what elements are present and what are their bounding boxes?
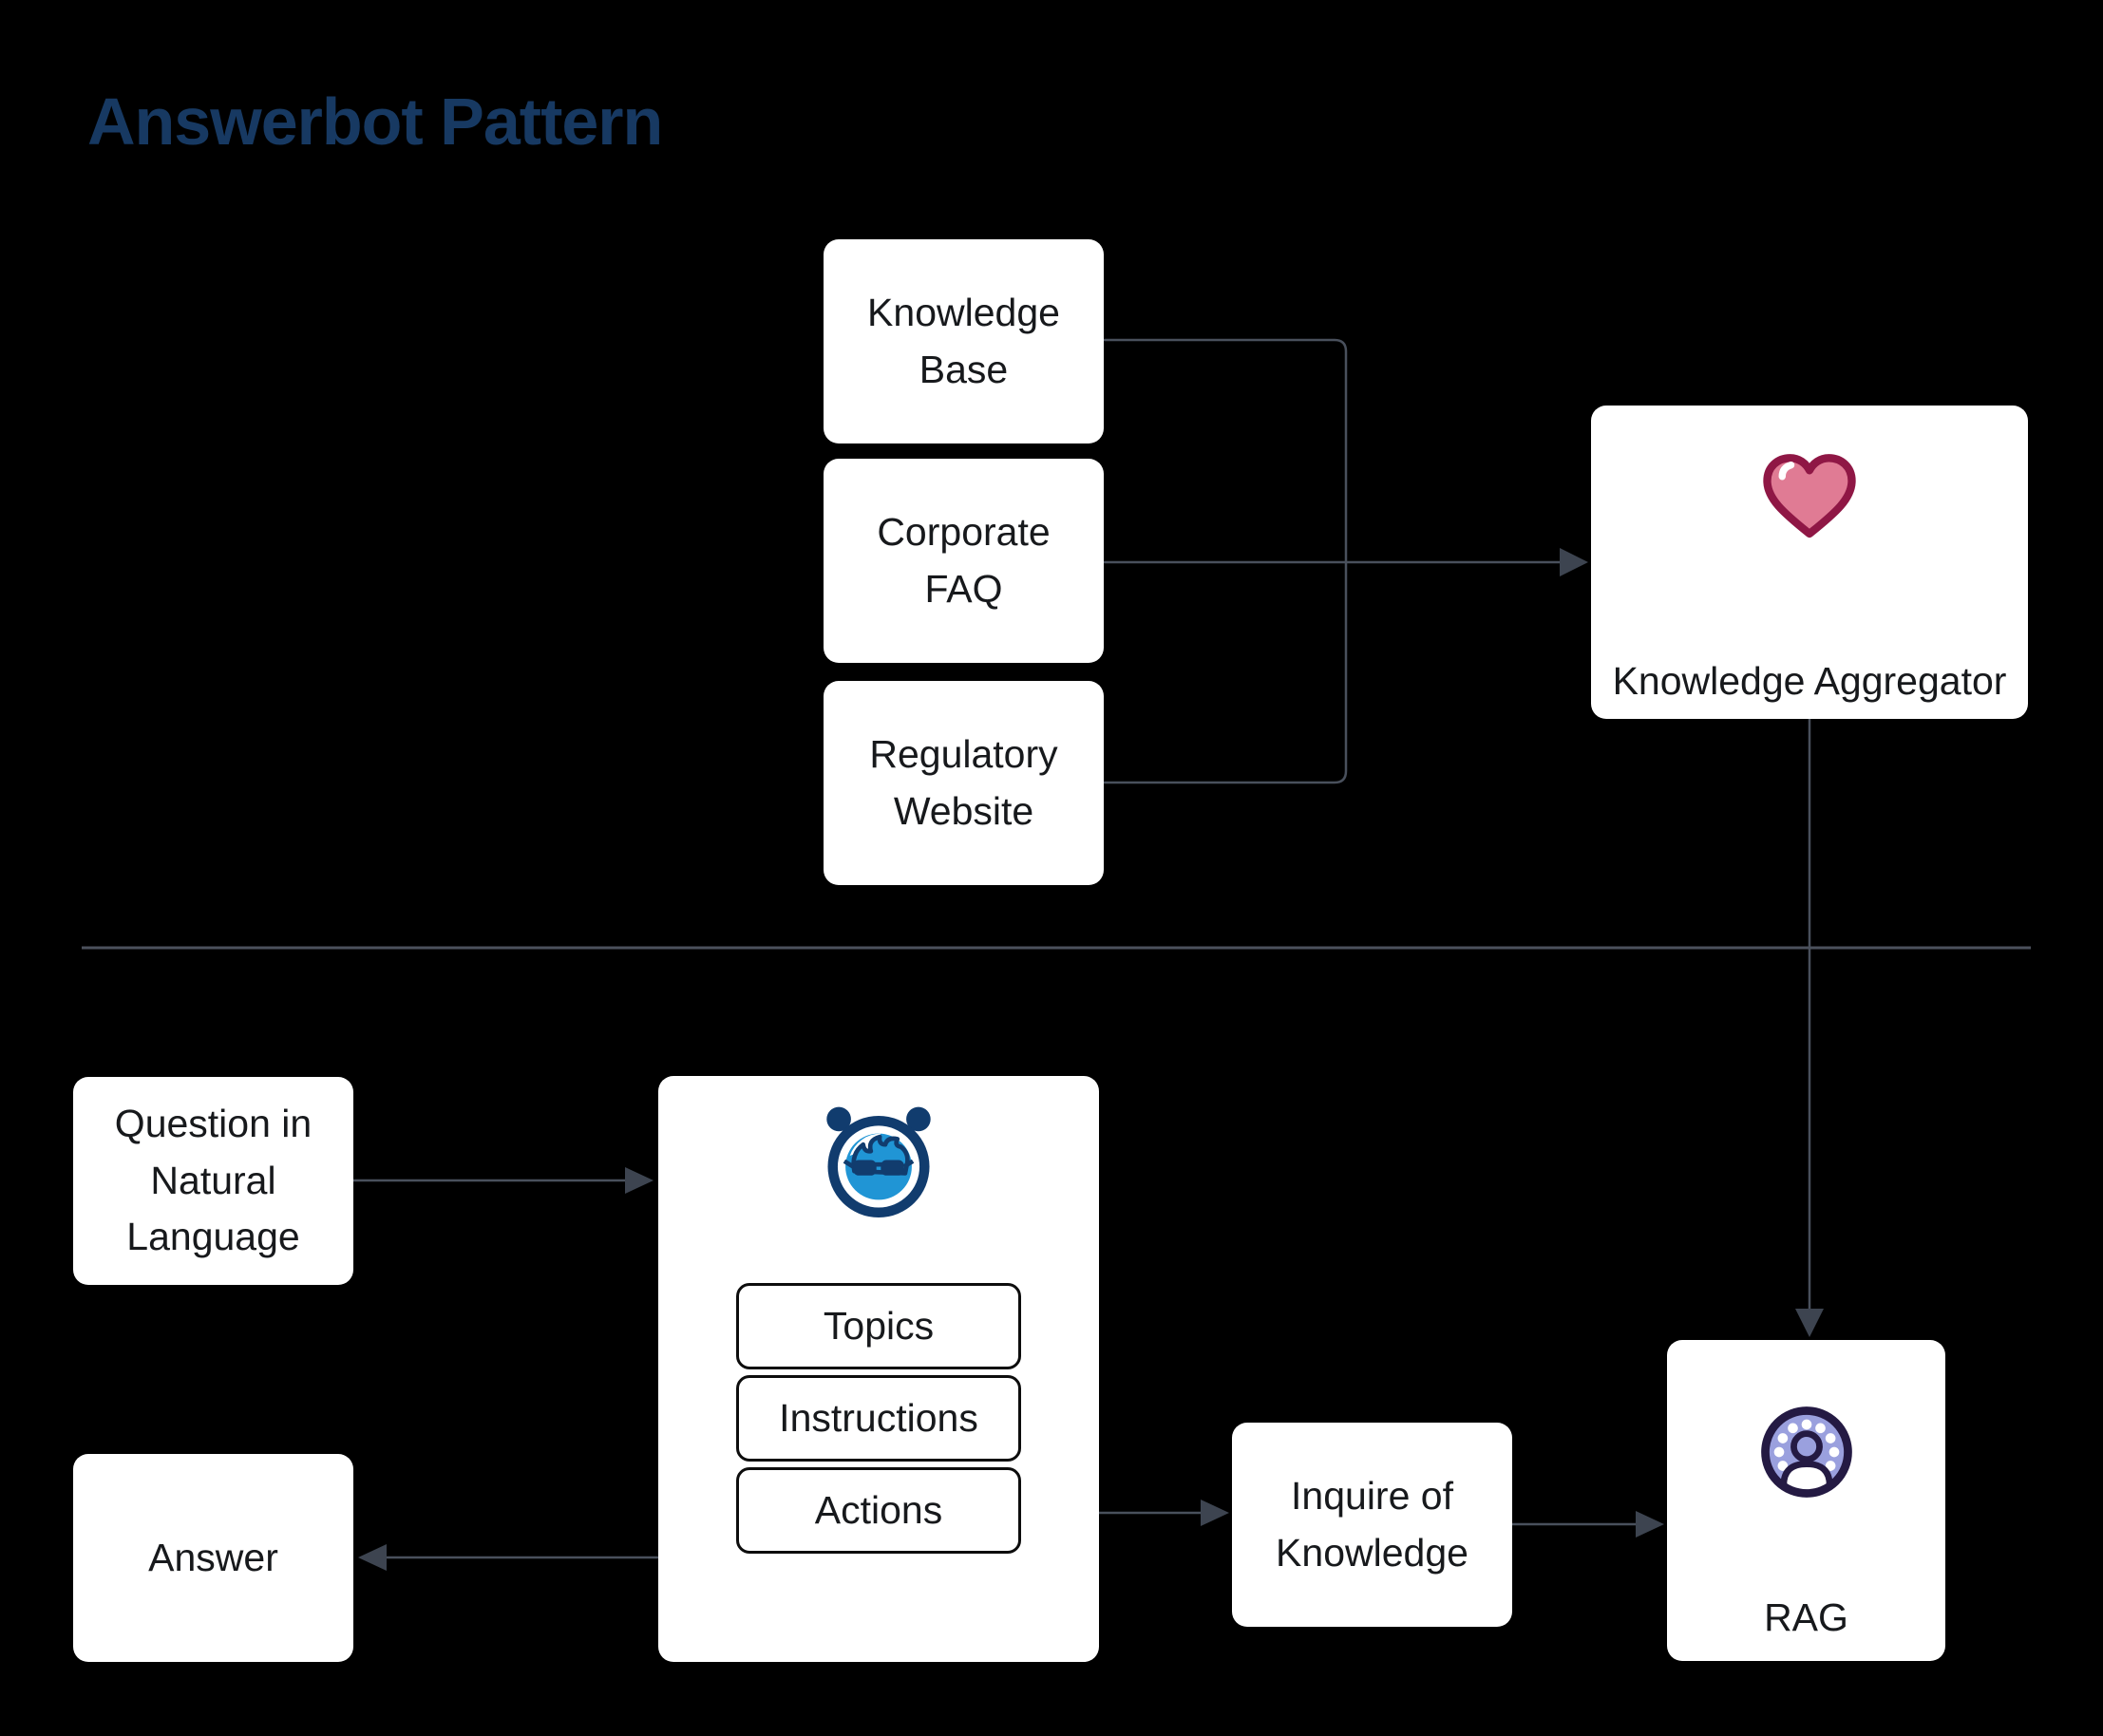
node-label: Knowledge Aggregator — [1612, 658, 2007, 703]
arrowhead-right-icon — [1560, 548, 1588, 576]
heart-icon — [1763, 454, 1856, 538]
node-label: Regulatory Website — [869, 732, 1058, 833]
arrowhead-right-icon — [625, 1167, 654, 1194]
node-label: Instructions — [779, 1395, 978, 1440]
node-label: Knowledge Base — [867, 291, 1060, 391]
node-answer: Answer — [73, 1454, 353, 1662]
node-label: Inquire of Knowledge — [1276, 1474, 1468, 1575]
node-label: Question in Natural Language — [114, 1102, 313, 1259]
rag-icon — [1760, 1406, 1852, 1498]
node-label: Corporate FAQ — [877, 510, 1051, 611]
node-label: Topics — [823, 1303, 935, 1348]
bot-inner-stack: Topics Instructions Actions — [736, 1283, 1021, 1554]
arrowhead-right-icon — [1636, 1511, 1664, 1538]
node-rag: RAG — [1667, 1340, 1945, 1661]
bot-icon — [826, 1106, 931, 1218]
node-label: Answer — [148, 1535, 278, 1579]
node-knowledge-base: Knowledge Base — [824, 239, 1104, 443]
node-inquire-of-knowledge: Inquire of Knowledge — [1232, 1423, 1512, 1627]
node-topics: Topics — [736, 1283, 1021, 1369]
arrowhead-down-icon — [1795, 1309, 1824, 1337]
node-instructions: Instructions — [736, 1375, 1021, 1462]
node-knowledge-aggregator: Knowledge Aggregator — [1591, 406, 2028, 719]
node-answerbot: Topics Instructions Actions — [658, 1076, 1099, 1662]
node-corporate-faq: Corporate FAQ — [824, 459, 1104, 663]
node-label: RAG — [1764, 1594, 1848, 1639]
node-question: Question in Natural Language — [73, 1077, 353, 1285]
node-label: Actions — [814, 1487, 943, 1532]
page-title: Answerbot Pattern — [87, 85, 663, 159]
node-actions: Actions — [736, 1467, 1021, 1554]
node-regulatory-website: Regulatory Website — [824, 681, 1104, 885]
arrowhead-right-icon — [1201, 1500, 1229, 1526]
arrowheads — [358, 548, 1824, 1571]
arrowhead-left-icon — [358, 1544, 387, 1571]
